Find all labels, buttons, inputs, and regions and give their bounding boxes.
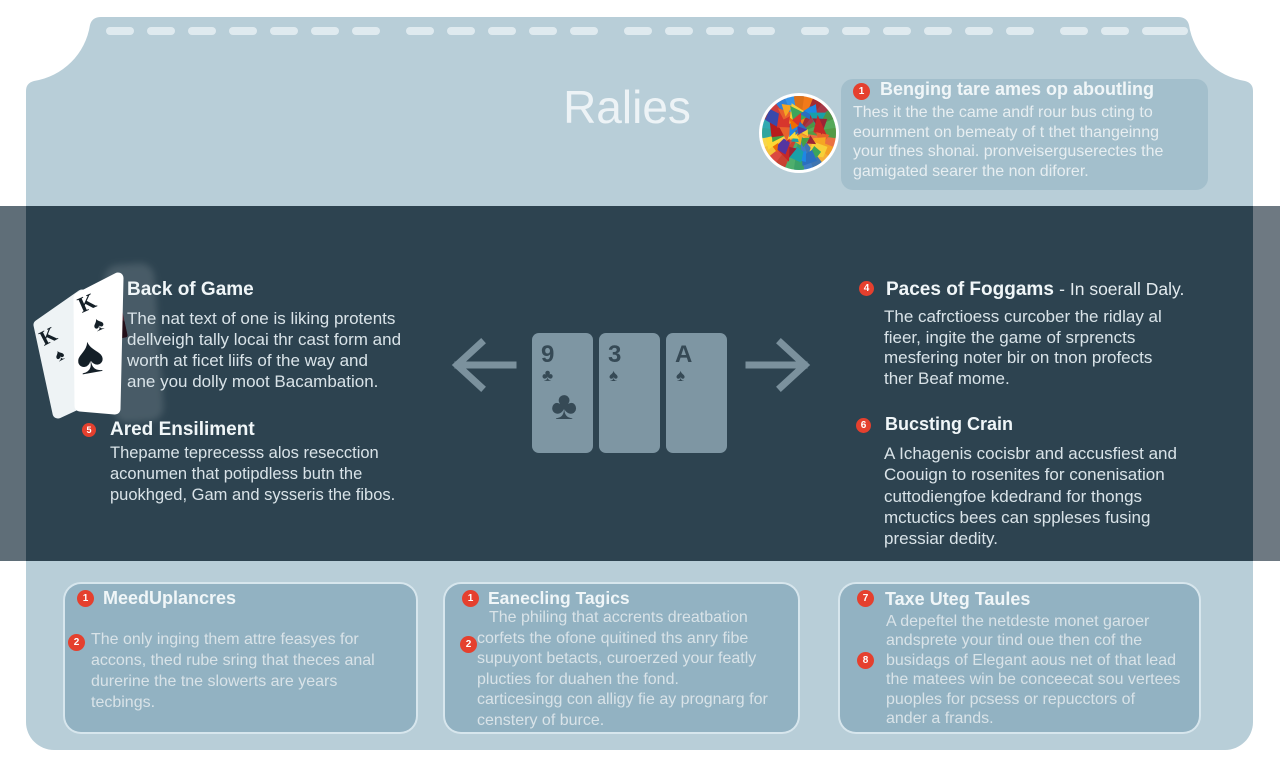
svg-text:♣: ♣	[551, 384, 577, 428]
svg-text:9: 9	[541, 341, 554, 368]
svg-text:A: A	[675, 341, 692, 368]
svg-text:♠: ♠	[676, 366, 685, 385]
svg-text:♣: ♣	[542, 366, 553, 385]
svg-text:3: 3	[608, 341, 621, 368]
svg-text:♠: ♠	[609, 366, 618, 385]
